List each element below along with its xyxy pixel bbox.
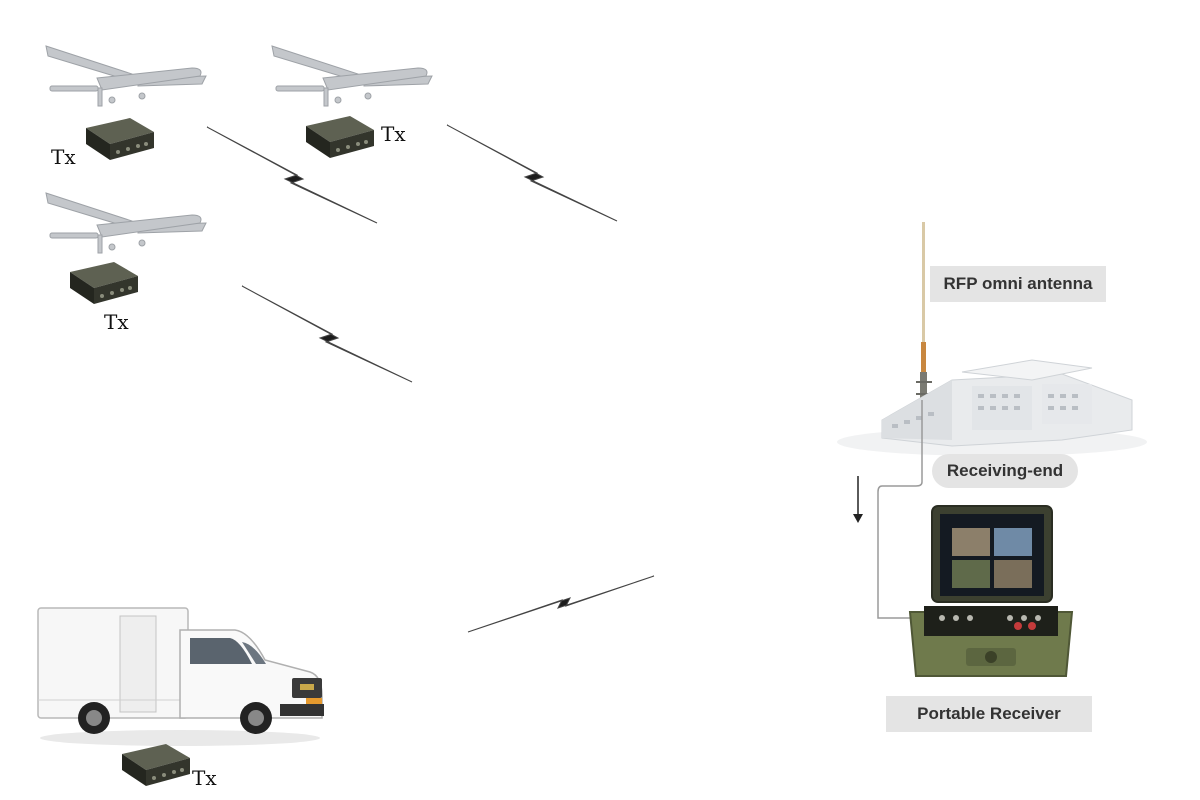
video-transmitter-icon bbox=[70, 262, 138, 304]
uav-drone-icon bbox=[45, 192, 207, 254]
wireless-link-bolt-icon bbox=[206, 126, 378, 224]
tx-label-1: Tx bbox=[51, 145, 76, 169]
video-transmitter-icon bbox=[306, 116, 374, 158]
antenna-cable bbox=[877, 400, 926, 619]
rugged-case-receiver-icon bbox=[908, 505, 1074, 677]
receiving-end-label: Receiving-end bbox=[932, 454, 1078, 488]
command-building-icon bbox=[837, 359, 1147, 456]
wireless-link-bolt-icon bbox=[467, 575, 655, 633]
uav-drone-icon bbox=[45, 45, 207, 107]
video-transmitter-icon bbox=[86, 118, 154, 160]
video-transmitter-icon bbox=[122, 744, 190, 786]
down-arrow-icon bbox=[853, 476, 863, 523]
portable-receiver-label: Portable Receiver bbox=[886, 696, 1092, 732]
tx-label-2: Tx bbox=[381, 122, 406, 146]
tx-label-4: Tx bbox=[192, 766, 217, 790]
wireless-link-bolt-icon bbox=[446, 124, 618, 222]
uav-drone-icon bbox=[271, 45, 433, 107]
box-truck-icon bbox=[37, 607, 324, 746]
tx-label-3: Tx bbox=[104, 310, 129, 334]
antenna-label: RFP omni antenna bbox=[930, 266, 1106, 302]
wireless-link-bolt-icon bbox=[241, 285, 413, 383]
